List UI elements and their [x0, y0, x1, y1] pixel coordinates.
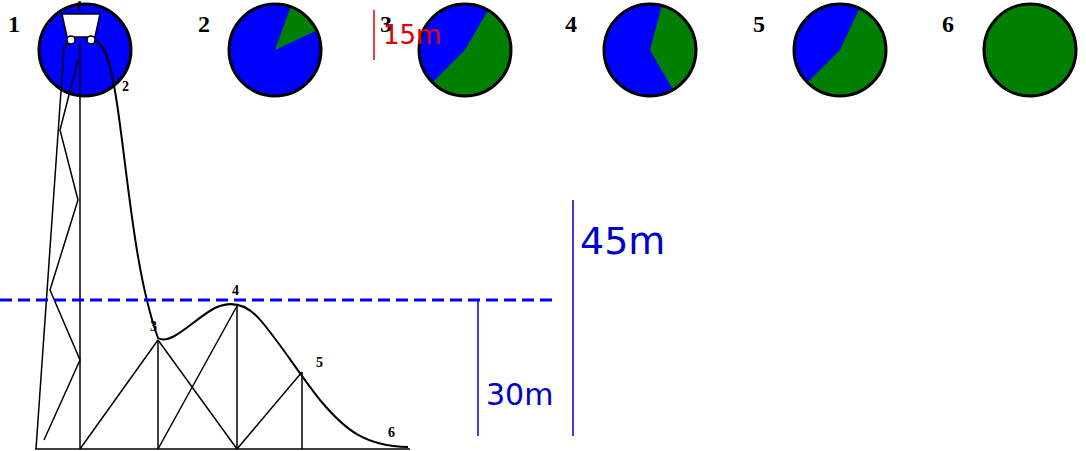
coaster-track — [64, 36, 408, 448]
point-number: 4 — [232, 284, 239, 298]
cart-wheel — [67, 36, 75, 44]
height-bracket — [572, 200, 574, 436]
kinetic-wedge — [650, 6, 696, 90]
point-number: 3 — [150, 320, 157, 334]
energy-circle — [794, 4, 886, 96]
reference-dashed-line — [0, 299, 553, 302]
circle-number: 6 — [942, 12, 954, 36]
energy-circle — [229, 4, 321, 96]
energy-circle — [604, 4, 696, 96]
kinetic-wedge — [433, 10, 512, 96]
support-post — [301, 372, 303, 449]
support-post — [157, 340, 159, 449]
energy-circle — [419, 4, 511, 96]
circle-number: 2 — [198, 12, 210, 36]
circle-outline — [794, 4, 886, 96]
energy-circle — [984, 4, 1076, 96]
support-brace — [158, 340, 237, 449]
support-brace — [237, 372, 302, 449]
energy-circle — [39, 4, 131, 96]
support-brace — [158, 306, 237, 449]
height-annotation: 45m — [580, 222, 665, 260]
lift-support — [36, 48, 64, 449]
ground-line — [35, 448, 410, 450]
circle-number: 5 — [753, 12, 765, 36]
height-bracket — [373, 10, 375, 60]
height-annotation: 15m — [383, 22, 441, 48]
point-number: 2 — [122, 80, 129, 94]
point-number: 5 — [316, 356, 323, 370]
lift-truss — [44, 60, 80, 440]
circle-number: 4 — [565, 12, 577, 36]
circle-outline — [229, 4, 321, 96]
roller-coaster — [35, 14, 410, 449]
coaster-cart — [62, 14, 100, 37]
cart-wheel — [87, 36, 95, 44]
circle-number: 1 — [8, 12, 20, 36]
kinetic-wedge — [275, 7, 317, 50]
support-brace — [80, 340, 158, 449]
support-post — [236, 306, 238, 449]
point-number: 6 — [388, 426, 395, 440]
energy-pies — [39, 4, 1076, 96]
height-bracket — [477, 300, 479, 436]
point-number: 1 — [76, 0, 83, 14]
circle-outline — [419, 4, 511, 96]
circle-outline — [604, 4, 696, 96]
height-annotation: 30m — [486, 380, 553, 410]
support-post — [79, 42, 81, 449]
